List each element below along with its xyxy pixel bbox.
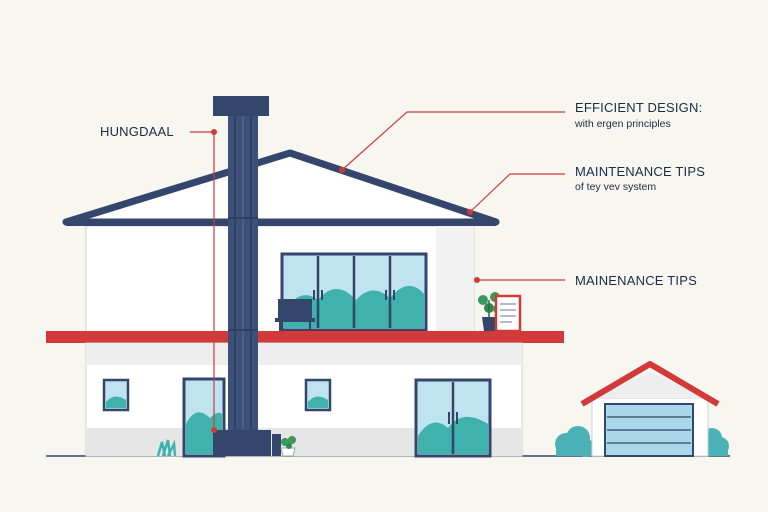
grass-tuft: [156, 439, 177, 457]
ground-plant-pot: [272, 434, 296, 457]
callout-maintenance-1: [467, 173, 565, 215]
chimney-column: [213, 96, 271, 456]
label-maintenance-tips-1-title: MAINTENANCE TIPS: [575, 164, 706, 179]
balcony-sign: [494, 294, 522, 333]
garage: [580, 361, 720, 457]
lower-window-left: [102, 378, 130, 412]
lower-window-middle: [304, 378, 332, 412]
label-maintenance-tips-2-title: MAINENANCE TIPS: [575, 273, 697, 288]
roof-gable: [62, 149, 500, 226]
roof-fascia: [66, 219, 496, 226]
label-efficient-design-title: EFFICIENT DESIGN:: [575, 100, 703, 115]
label-maintenance-tips-1-sub: of tey vev system: [575, 181, 657, 193]
callout-maintenance-2: [474, 277, 565, 283]
label-efficient-design-sub: with ergen principles: [575, 118, 671, 130]
balcony-slab: [46, 331, 564, 343]
balcony-chair: [275, 299, 315, 331]
lower-floor-shade: [86, 343, 522, 365]
upper-floor-wall-shade: [436, 226, 474, 332]
bush-left: [555, 426, 595, 457]
label-hungdaal: HUNGDAAL: [100, 124, 174, 139]
callout-efficient-design: [339, 111, 565, 173]
callout-hungdaal: [190, 129, 217, 433]
lower-door-right: [414, 378, 492, 458]
